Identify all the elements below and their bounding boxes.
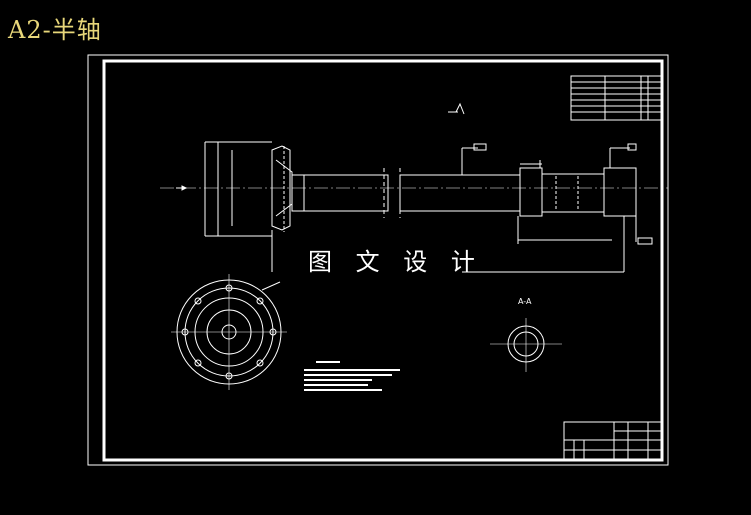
- inner-frame: [102, 59, 664, 462]
- section-label: A-A: [518, 297, 532, 306]
- roughness-symbol: [448, 102, 465, 115]
- watermark-text: 图 文 设 计: [308, 248, 483, 276]
- drawing-title: A2-半轴: [8, 16, 102, 44]
- title-block: [563, 421, 663, 461]
- parameter-table: [570, 75, 662, 121]
- section-a-a-view: [490, 318, 562, 372]
- technical-notes: [304, 361, 400, 391]
- flange-end-view: [171, 274, 287, 390]
- shaft-view: [160, 141, 668, 273]
- outer-frame: [87, 54, 669, 466]
